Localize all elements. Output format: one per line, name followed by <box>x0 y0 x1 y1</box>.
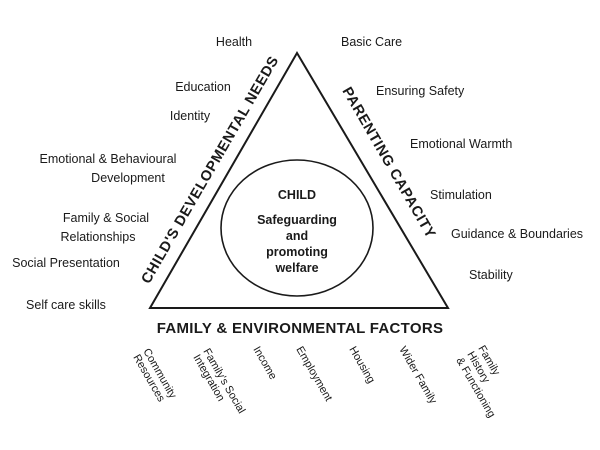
factor-housing: Housing <box>346 345 377 386</box>
need-family-social-line-1: Family & Social <box>63 211 149 225</box>
parenting-basic-care: Basic Care <box>341 35 402 49</box>
parenting-ensuring-safety: Ensuring Safety <box>376 84 465 98</box>
child-line-1: Safeguarding <box>257 213 337 227</box>
child-line-2: and <box>286 229 308 243</box>
need-health: Health <box>216 35 252 49</box>
parenting-guidance-boundaries: Guidance & Boundaries <box>451 227 583 241</box>
factor-wider-family: Wider Family <box>396 345 439 407</box>
child-ellipse <box>220 159 374 297</box>
need-education: Education <box>175 80 231 94</box>
parenting-capacity-list: Basic Care Ensuring Safety Emotional War… <box>341 35 583 282</box>
base-title: FAMILY & ENVIRONMENTAL FACTORS <box>157 320 444 337</box>
environmental-factors-list: Community Resources Family's Social Inte… <box>130 344 502 420</box>
assessment-triangle <box>148 51 450 309</box>
right-side-title: PARENTING CAPACITY <box>338 84 438 241</box>
factor-employment: Employment <box>293 345 334 404</box>
need-emotional-behavioural-line-2: Development <box>91 171 165 185</box>
child-line-3: promoting <box>266 245 328 259</box>
factor-income: Income <box>250 345 278 382</box>
need-self-care-skills: Self care skills <box>26 298 106 312</box>
child-line-4: welfare <box>274 261 318 275</box>
need-identity: Identity <box>170 109 211 123</box>
developmental-needs-list: Health Education Identity Emotional & Be… <box>12 35 252 312</box>
need-social-presentation: Social Presentation <box>12 256 120 270</box>
parenting-stability: Stability <box>469 268 514 282</box>
parenting-stimulation: Stimulation <box>430 188 492 202</box>
need-emotional-behavioural-line-1: Emotional & Behavioural <box>40 152 177 166</box>
parenting-emotional-warmth: Emotional Warmth <box>410 137 512 151</box>
child-title: CHILD <box>278 188 316 202</box>
need-family-social-line-2: Relationships <box>60 230 135 244</box>
